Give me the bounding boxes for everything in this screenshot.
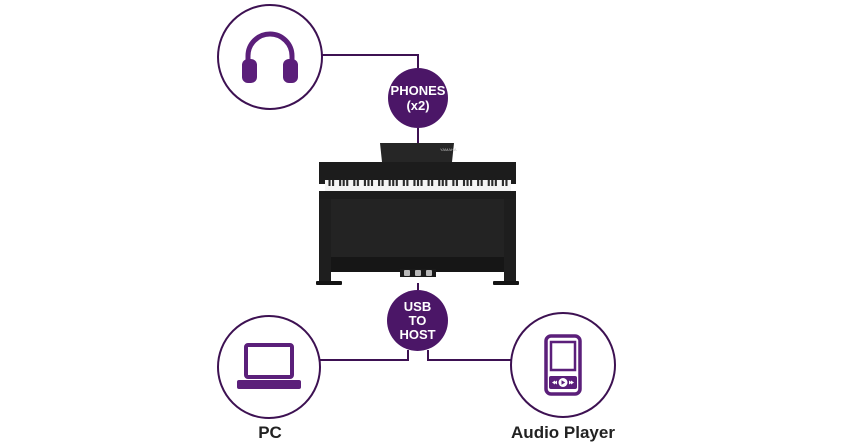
audio-player-circle bbox=[510, 312, 616, 418]
left-foot bbox=[316, 281, 342, 285]
black-key bbox=[328, 180, 331, 186]
key-slip bbox=[319, 191, 516, 200]
pc-circle bbox=[217, 315, 321, 419]
usb-badge-line2: TO bbox=[408, 312, 427, 328]
pc-connector bbox=[320, 350, 409, 361]
black-key bbox=[462, 180, 466, 186]
black-key bbox=[445, 180, 448, 186]
black-key bbox=[353, 180, 356, 186]
black-key bbox=[363, 180, 366, 186]
piano-bottom-board bbox=[331, 257, 504, 272]
black-key bbox=[381, 180, 384, 186]
black-key bbox=[395, 180, 398, 186]
black-key bbox=[438, 180, 441, 186]
black-key bbox=[370, 180, 374, 186]
black-key bbox=[501, 180, 504, 186]
black-key bbox=[342, 180, 345, 186]
black-key bbox=[356, 180, 359, 186]
piano-left-leg bbox=[319, 199, 331, 281]
black-key bbox=[466, 180, 469, 186]
black-key bbox=[427, 180, 430, 186]
black-key bbox=[505, 180, 508, 186]
music-rest bbox=[380, 143, 454, 162]
phones-badge: PHONES (x2) bbox=[388, 68, 448, 128]
laptop-icon bbox=[237, 343, 301, 389]
headphones-icon bbox=[242, 31, 298, 83]
black-key bbox=[487, 180, 490, 186]
black-key bbox=[392, 180, 395, 186]
black-key bbox=[406, 180, 409, 186]
audio-player-label: Audio Player bbox=[511, 423, 615, 442]
usb-badge-line3: HOST bbox=[399, 326, 436, 342]
pedal-center bbox=[415, 270, 421, 276]
black-key bbox=[494, 180, 497, 186]
black-key bbox=[378, 180, 381, 186]
piano-top-cabinet bbox=[319, 162, 516, 184]
piano-back-panel bbox=[331, 199, 504, 257]
black-key bbox=[416, 180, 420, 186]
audio-player-icon bbox=[544, 334, 582, 396]
black-key bbox=[470, 180, 473, 186]
usb-to-host-badge: USB TO HOST bbox=[387, 290, 448, 351]
pc-label: PC bbox=[258, 423, 282, 442]
right-foot bbox=[493, 281, 519, 285]
headphones-circle bbox=[217, 4, 323, 110]
brand-mark: YAMAHA bbox=[440, 147, 457, 152]
headphones-connector bbox=[322, 54, 419, 68]
usb-badge-line1: USB bbox=[403, 298, 432, 314]
black-keys bbox=[328, 180, 508, 186]
black-key bbox=[477, 180, 480, 186]
black-key bbox=[332, 180, 335, 186]
black-key bbox=[480, 180, 483, 186]
black-key bbox=[455, 180, 458, 186]
audio-player-connector bbox=[427, 350, 511, 361]
piano-right-leg bbox=[504, 199, 516, 281]
black-key bbox=[491, 180, 494, 186]
pedal-left bbox=[404, 270, 410, 276]
black-key bbox=[388, 180, 391, 186]
black-key bbox=[431, 180, 434, 186]
black-key bbox=[413, 180, 416, 186]
black-key bbox=[420, 180, 423, 186]
black-key bbox=[339, 180, 342, 186]
black-key bbox=[346, 180, 349, 186]
black-key bbox=[441, 180, 444, 186]
black-key bbox=[452, 180, 455, 186]
phones-badge-line2: (x2) bbox=[406, 98, 430, 113]
black-key bbox=[402, 180, 405, 186]
black-key bbox=[367, 180, 370, 186]
pedal-right bbox=[426, 270, 432, 276]
phones-badge-line1: PHONES bbox=[390, 83, 446, 98]
